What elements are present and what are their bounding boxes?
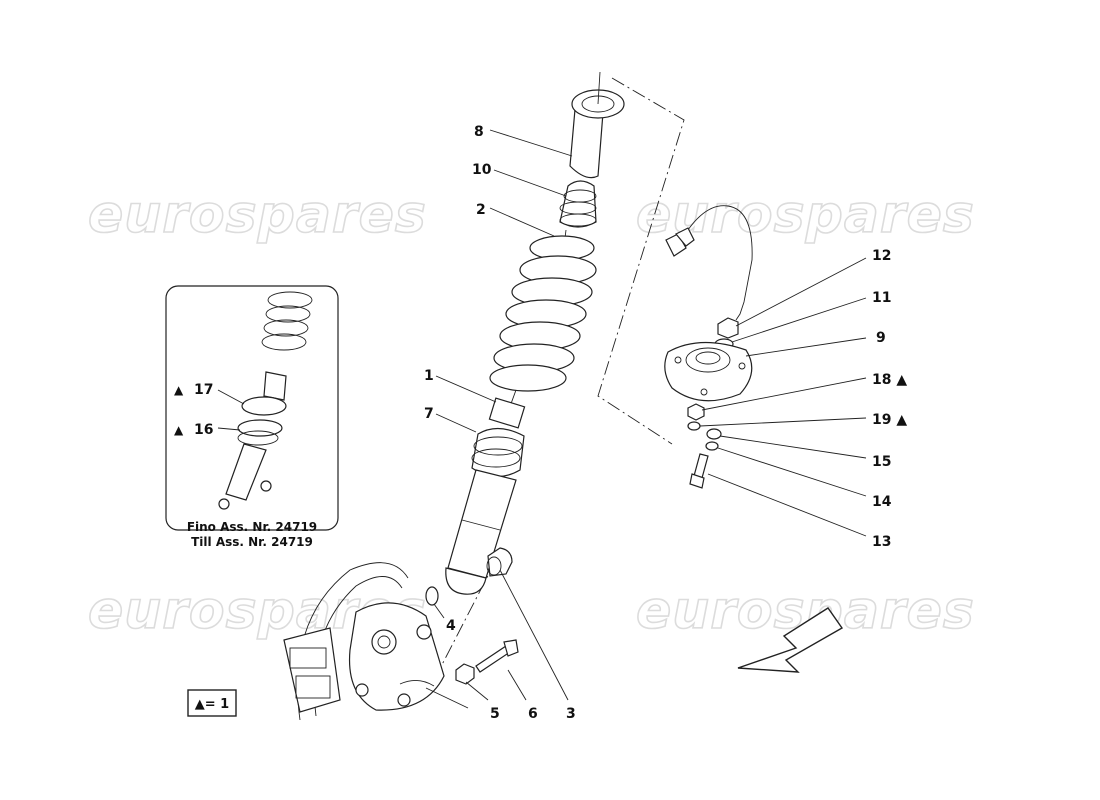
watermark-top-left: eurospares	[88, 185, 427, 245]
part-3-bushing	[486, 547, 513, 577]
inset-spring	[261, 291, 313, 351]
part-4-washer	[425, 586, 439, 606]
label-1: 1	[424, 368, 434, 384]
inset-label-17-mark: ▲	[174, 383, 184, 397]
part-8-bump-cap	[569, 71, 625, 179]
part-10-bump-rubber	[559, 180, 597, 228]
part-18-nut	[687, 403, 705, 421]
label-15: 15	[872, 454, 891, 470]
inset-part-16	[237, 419, 283, 437]
part-13-bolt	[689, 453, 709, 489]
part-15-washer	[706, 428, 722, 440]
label-18: 18 ▲	[872, 372, 907, 388]
direction-arrow	[737, 607, 844, 673]
inset-label-16: 16	[194, 422, 213, 438]
legend-text: ▲= 1	[195, 697, 229, 712]
label-7: 7	[424, 406, 434, 422]
label-5: 5	[490, 706, 500, 722]
inset-label-16-mark: ▲	[174, 423, 184, 437]
hub-brake-assembly	[283, 562, 469, 721]
inset-caption-line1: Fino Ass. Nr. 24719	[187, 520, 317, 534]
assembly-dash-line-top	[597, 77, 685, 445]
part-19-washer	[687, 421, 701, 431]
label-19: 19 ▲	[872, 412, 907, 428]
inset-label-17: 17	[194, 382, 213, 398]
part-1-7-damper	[445, 389, 526, 595]
part-5-nut	[455, 663, 475, 685]
part-12-nut	[717, 317, 739, 339]
label-14: 14	[872, 494, 892, 510]
label-3: 3	[566, 706, 576, 722]
part-2-coil-spring	[489, 229, 597, 392]
part-9-top-mount	[664, 341, 753, 402]
label-8: 8	[474, 124, 484, 140]
legend-box: ▲= 1	[187, 689, 237, 717]
label-4: 4	[446, 618, 456, 634]
label-10: 10	[472, 162, 492, 178]
sensor-cable	[665, 205, 753, 321]
part-6-bolt	[475, 639, 519, 673]
label-12: 12	[872, 248, 891, 264]
label-13: 13	[872, 534, 891, 550]
leader-lines	[433, 129, 867, 701]
label-9: 9	[876, 330, 886, 346]
label-11: 11	[872, 290, 891, 306]
label-2: 2	[476, 202, 486, 218]
inset-part-17	[241, 396, 287, 416]
part-labels: 8 10 2 1 7 4 5 6 3 12 11 9 18 ▲ 19 ▲ 15 …	[424, 124, 907, 722]
inset-caption-line2: Till Ass. Nr. 24719	[191, 535, 313, 549]
label-6: 6	[528, 706, 538, 722]
inset-damper	[218, 371, 287, 510]
part-14-washer	[705, 441, 719, 451]
inset-panel: ▲ 17 ▲ 16 Fino Ass. Nr. 24719 Till Ass. …	[165, 285, 339, 549]
